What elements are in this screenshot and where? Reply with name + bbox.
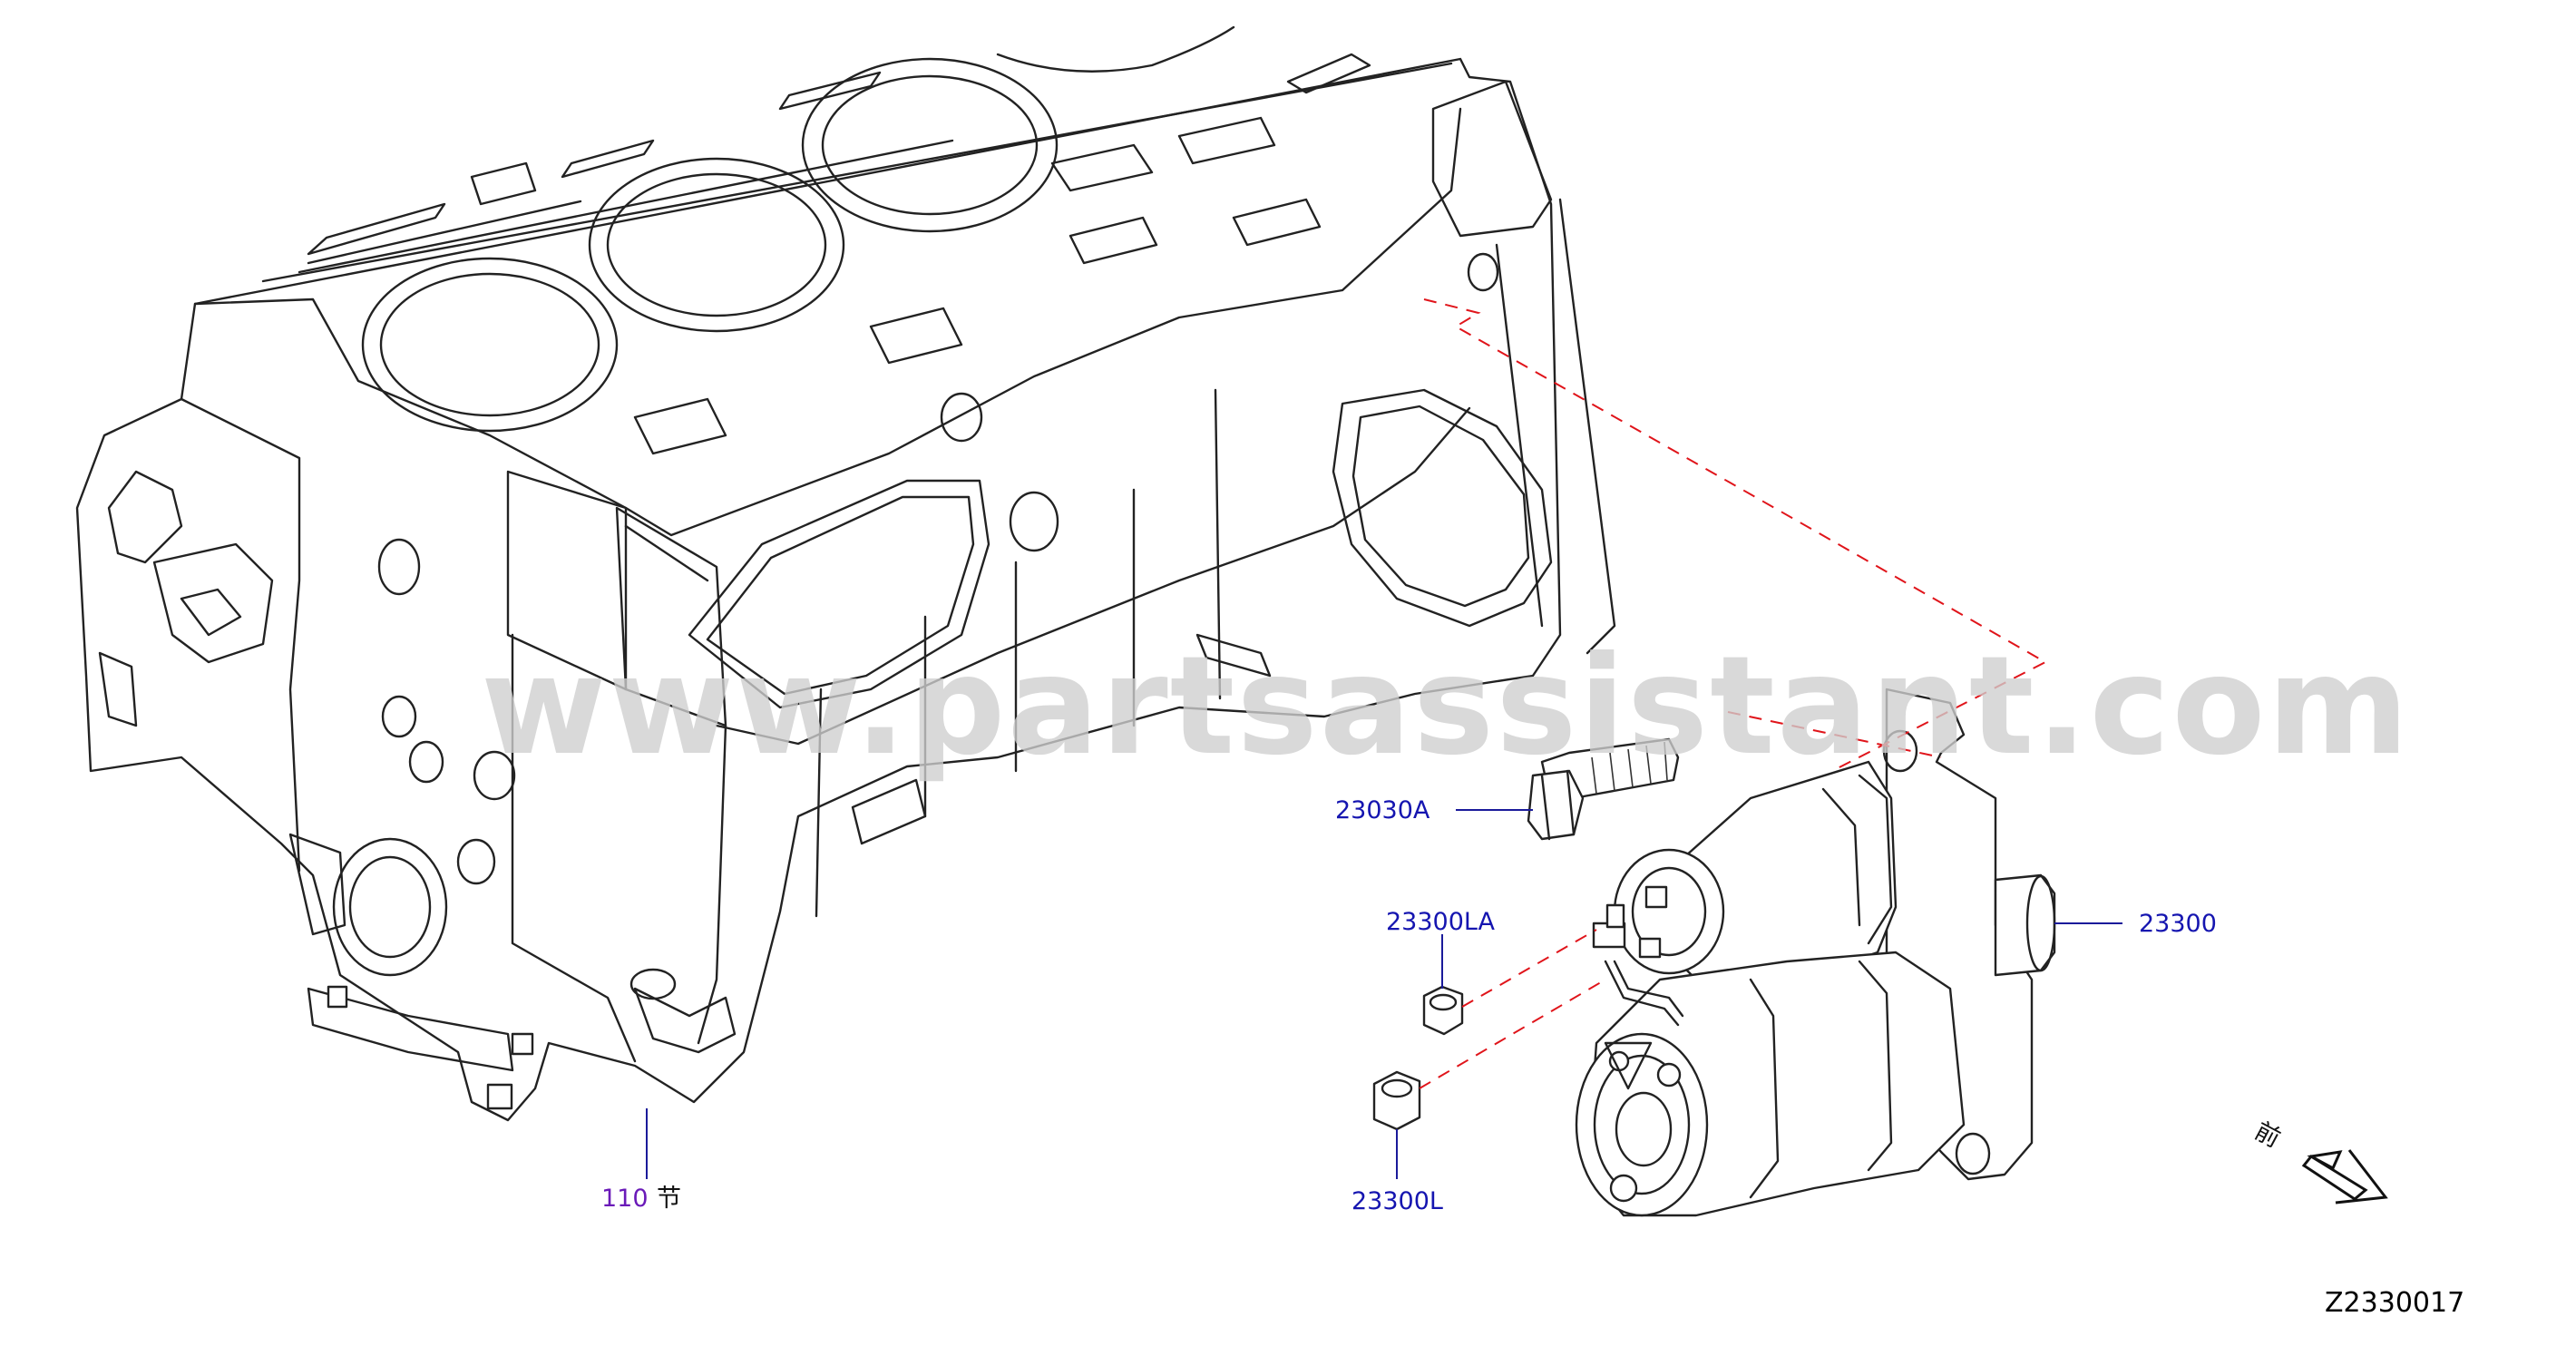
diagram-code: Z2330017	[2325, 1287, 2464, 1319]
assembly-lines	[1419, 298, 2048, 1089]
part-label-23300l[interactable]: 23300L	[1351, 1187, 1443, 1215]
part-label-110-suffix: 节	[657, 1185, 681, 1213]
starter-motor-drawing	[1575, 688, 2056, 1217]
label-23300la-callout: 23300LA	[1386, 908, 1496, 989]
part-label-23030a[interactable]: 23030A	[1335, 796, 1430, 824]
front-arrow-icon	[2301, 1149, 2388, 1205]
front-label: 前	[2250, 1117, 2285, 1154]
part-label-23300[interactable]: 23300	[2139, 910, 2217, 938]
label-23030a-callout: 23030A	[1335, 796, 1533, 824]
front-direction-marker: 前	[2250, 1117, 2388, 1205]
label-110-callout: 110 节	[601, 1108, 681, 1213]
part-label-110[interactable]: 110	[601, 1185, 649, 1213]
watermark-text: www.partsassistant.com	[481, 628, 2411, 785]
nut-23300l-drawing	[1372, 1070, 1421, 1131]
label-23300l-callout: 23300L	[1351, 1129, 1443, 1215]
part-label-23300la[interactable]: 23300LA	[1386, 908, 1496, 936]
bolt-23030a-drawing	[1527, 737, 1680, 841]
nut-23300la-drawing	[1422, 985, 1464, 1036]
engine-block-drawing	[75, 25, 1616, 1122]
label-23300-callout: 23300	[2054, 910, 2217, 938]
